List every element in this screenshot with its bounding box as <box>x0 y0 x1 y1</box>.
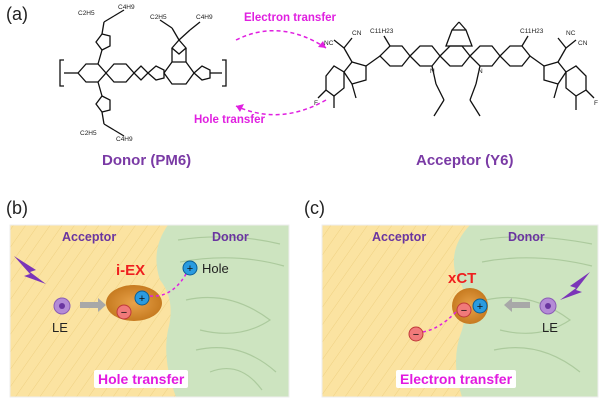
lightning-icon-b <box>14 256 46 284</box>
acceptor-substituent-5: NC <box>566 30 576 37</box>
acceptor-substituent-8: N <box>478 68 483 75</box>
electron-transfer-label: Electron transfer <box>244 12 337 24</box>
svg-text:+: + <box>187 263 193 275</box>
panel-b-label: (b) <box>6 198 28 218</box>
xct-label: xCT <box>448 270 477 287</box>
hole-c <box>472 298 488 314</box>
panel-b-hole-transfer-box: Hole transfer <box>94 370 189 388</box>
panel-b-acceptor-label: Acceptor <box>62 230 117 244</box>
acceptor-y6-structure <box>317 21 595 117</box>
acceptor-substituent-10: F <box>594 100 598 107</box>
electron-transfer-arrow <box>235 29 327 49</box>
donor-caption: Donor (PM6) <box>102 152 192 169</box>
svg-text:−: − <box>413 329 419 341</box>
donor-substituent-4: C4H9 <box>196 14 213 21</box>
acceptor-substituent-2: C11H23 <box>520 28 544 35</box>
panel-c-donor-region <box>453 225 598 397</box>
svg-text:+: + <box>477 301 483 313</box>
lightning-icon-c <box>560 272 590 300</box>
acceptor-substituent-3: NC <box>324 40 334 47</box>
grey-arrow-c <box>504 298 530 312</box>
electron-transfer-path-c <box>421 311 457 333</box>
svg-text:−: − <box>461 305 467 317</box>
acceptor-substituent-6: CN <box>578 40 588 47</box>
panel-b-donor-label: Donor <box>212 230 249 244</box>
svg-text:+: + <box>139 293 145 305</box>
hole-transfer-label: Hole transfer <box>194 114 265 126</box>
electron-arrowhead <box>318 41 326 48</box>
acceptor-substituent-1: C11H23 <box>370 28 394 35</box>
acceptor-caption: Acceptor (Y6) <box>416 152 514 169</box>
panel-c-border <box>321 224 599 398</box>
i-ex-exciton <box>106 285 162 321</box>
hole-transfer-path-b <box>149 273 187 297</box>
grey-arrow-b <box>80 298 106 312</box>
electron-c <box>456 302 472 318</box>
donor-pm6-structure <box>59 9 227 137</box>
panel-a-label: (a) <box>6 4 28 24</box>
donor-substituent-6: C4H9 <box>116 136 133 143</box>
hole-transfer-arrow <box>235 99 327 116</box>
hole-label: Hole <box>202 261 229 276</box>
panel-c-acceptor-label: Acceptor <box>372 230 427 244</box>
donor-substituent-3: C2H5 <box>150 14 167 21</box>
acceptor-substituent-9: F <box>314 100 318 107</box>
donor-substituent-5: C2H5 <box>80 130 97 137</box>
free-hole <box>182 260 198 276</box>
donor-substituent-1: C2H5 <box>78 10 95 17</box>
i-ex-label: i-EX <box>116 262 146 279</box>
panel-c-electron-transfer-box: Electron transfer <box>396 370 517 388</box>
acceptor-substituent-7: N <box>430 68 435 75</box>
panel-a-arrows <box>235 29 327 116</box>
free-electron <box>408 326 424 342</box>
panel-b-le-label: LE <box>52 320 68 335</box>
panel-c-label: (c) <box>304 198 325 218</box>
panel-c-donor-label: Donor <box>508 230 545 244</box>
svg-text:−: − <box>121 307 127 319</box>
hole-b <box>134 290 150 306</box>
donor-substituent-2: C4H9 <box>118 4 135 11</box>
panel-c-le-label: LE <box>542 320 558 335</box>
electron-b <box>116 304 132 320</box>
hole-arrowhead <box>236 104 244 112</box>
acceptor-substituent-4: CN <box>352 30 362 37</box>
panel-b-border <box>9 224 290 398</box>
